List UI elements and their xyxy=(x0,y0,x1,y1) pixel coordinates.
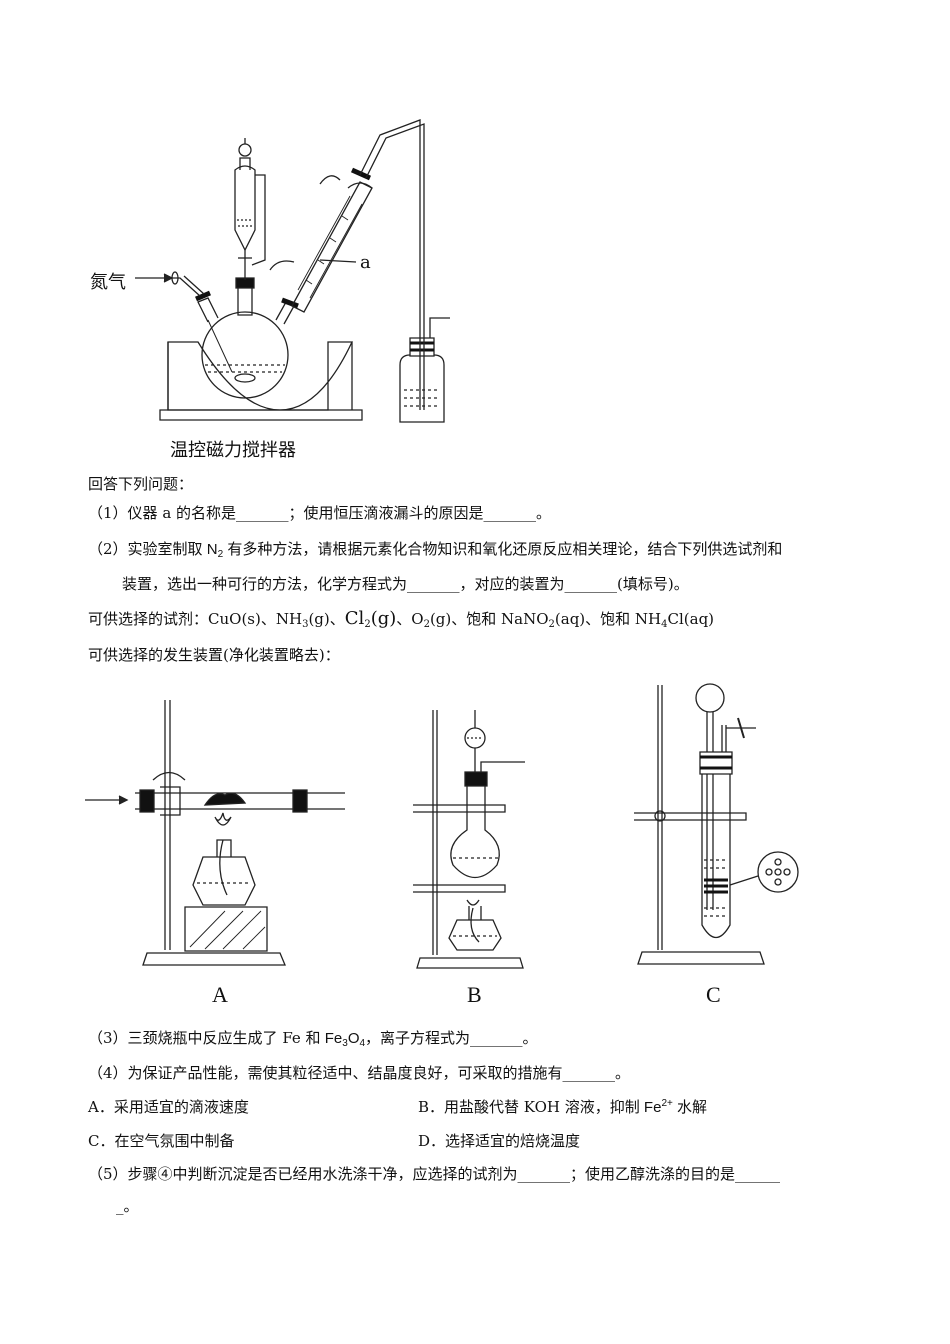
apparatus-figure xyxy=(80,110,480,430)
question-number: （5） xyxy=(88,1165,128,1183)
intro-text: 回答下列问题： xyxy=(88,475,194,493)
device-c-figure xyxy=(630,680,810,975)
question-1: （1）仪器 a 的名称是_______；使用恒压滴液漏斗的原因是_______。 xyxy=(88,503,551,523)
question-number: （2） xyxy=(88,540,128,558)
condenser xyxy=(292,182,372,312)
device-a-figure xyxy=(85,695,365,975)
question-number: （4） xyxy=(88,1064,128,1082)
device-label-b: B xyxy=(467,982,482,1007)
stirrer-base xyxy=(168,342,352,410)
question-4: （4）为保证产品性能，需使其粒径适中、结晶度良好，可采取的措施有_______。 xyxy=(88,1064,631,1082)
reagents-line: 可供选择的试剂：CuO(s)、NH3(g)、Cl2(g)、O2(g)、饱和 Na… xyxy=(88,608,715,630)
alcohol-lamp xyxy=(449,920,501,950)
washing-bottle xyxy=(400,355,444,422)
three-neck-flask xyxy=(202,312,288,398)
support-block xyxy=(185,907,267,951)
question-3: （3）三颈烧瓶中反应生成了 Fe 和 Fe3O4，离子方程式为_______。 xyxy=(88,1029,538,1049)
dropping-funnel xyxy=(235,166,255,250)
perforated-plate xyxy=(758,852,798,892)
question-5: （5）步骤④中判断沉淀是否已经用水洗涤干净，应选择的试剂为_______；使用乙… xyxy=(88,1165,781,1183)
option-a: A．采用适宜的滴液速度 xyxy=(88,1098,249,1116)
alcohol-lamp xyxy=(193,857,255,905)
nitrogen-label: 氮气 xyxy=(90,272,126,293)
question-number: （1） xyxy=(88,504,128,522)
option-b: B．用盐酸代替 KOH 溶液，抑制 Fe2+ 水解 xyxy=(418,1098,708,1117)
devices-intro: 可供选择的发生装置(净化装置略去)： xyxy=(88,646,340,664)
device-label-a: A xyxy=(212,982,228,1007)
round-bottom-flask xyxy=(451,786,499,878)
test-tube xyxy=(702,774,730,938)
stirrer-caption: 温控磁力搅拌器 xyxy=(170,440,296,461)
formula-fe3o4: Fe3O4 xyxy=(324,1030,366,1049)
question-2-line2: 装置，选出一种可行的方法，化学方程式为_______，对应的装置为_______… xyxy=(122,575,689,593)
stir-bar xyxy=(235,374,255,382)
device-label-c: C xyxy=(706,982,721,1007)
device-b-figure xyxy=(405,710,545,975)
condenser-label-a: a xyxy=(360,252,371,273)
option-d: D．选择适宜的焙烧温度 xyxy=(418,1132,581,1150)
question-5-line2: _。 xyxy=(116,1197,139,1215)
option-c: C．在空气氛围中制备 xyxy=(88,1132,235,1150)
formula-n2: N2 xyxy=(206,541,224,560)
horizontal-tube xyxy=(135,793,345,809)
question-text: 仪器 a 的名称是_______；使用恒压滴液漏斗的原因是_______。 xyxy=(127,504,552,522)
question-2: （2）实验室制取 N2 有多种方法，请根据元素化合物知识和氧化还原反应相关理论，… xyxy=(88,540,783,560)
ion-fe2: Fe2+ xyxy=(643,1098,673,1117)
question-number: （3） xyxy=(88,1029,128,1047)
